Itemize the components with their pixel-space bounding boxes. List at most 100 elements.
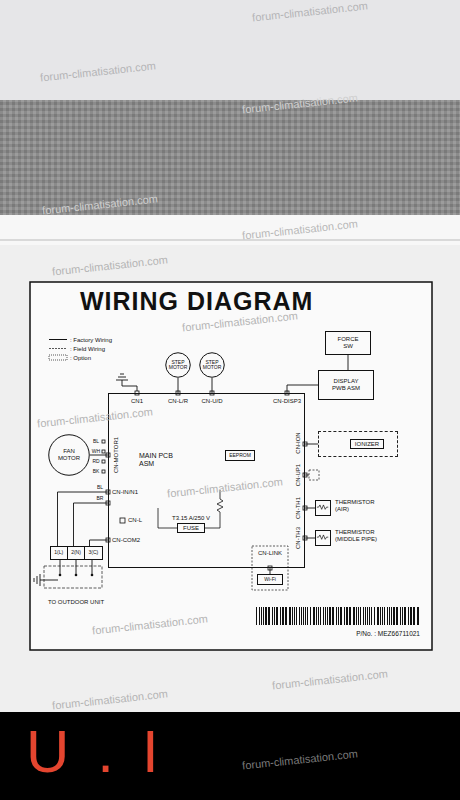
- resistor-symbol: [316, 531, 330, 545]
- legend-box: [49, 355, 67, 360]
- watermark: forum-climatisation.com: [242, 218, 359, 241]
- wire-connector: [212, 378, 213, 393]
- connector-pins: [102, 440, 105, 443]
- node-text: IONIZER: [350, 439, 384, 450]
- barcode: [320, 607, 321, 625]
- wire-connector: [90, 455, 108, 456]
- connector-label: WH: [92, 449, 100, 454]
- node-text: FAN MOTOR: [54, 448, 84, 461]
- barcode: [268, 607, 270, 625]
- barcode: [256, 607, 419, 625]
- panel-edge: [0, 215, 460, 245]
- barcode: [263, 607, 264, 625]
- legend-text: : Factory Wiring: [70, 337, 112, 343]
- wire-connector: [287, 385, 318, 393]
- barcode: [382, 607, 383, 625]
- watermark: forum-climatisation.com: [167, 476, 284, 499]
- connector-label: BL: [96, 485, 104, 490]
- watermark: forum-climatisation.com: [40, 60, 157, 83]
- terminal-wires: [60, 560, 92, 574]
- step-motor-circle: STEP MOTOR: [165, 352, 191, 378]
- barcode: [391, 607, 392, 625]
- connector-pins: [102, 450, 105, 453]
- node-text: 2(N): [68, 547, 85, 559]
- barcode: [349, 607, 351, 625]
- node-text: STEP MOTOR: [201, 360, 223, 371]
- connector-label: CN-UP1: [295, 464, 301, 486]
- barcode: [325, 607, 326, 625]
- node-text: THERMISTOR (AIR): [335, 499, 379, 512]
- connector-label: CN-L: [128, 517, 142, 523]
- connector-label: CN-TH1: [295, 497, 301, 519]
- barcode: [402, 607, 403, 625]
- node-text: FUSE: [183, 525, 199, 532]
- watermark: forum-climatisation.com: [92, 613, 209, 636]
- edge-group: [58, 355, 349, 574]
- barcode: [318, 607, 319, 625]
- connector-label: CN-TH3: [295, 527, 301, 549]
- barcode: [367, 607, 368, 625]
- legend-row: : Option: [48, 354, 91, 361]
- barcode: [340, 607, 342, 625]
- watermark: forum-climatisation.com: [242, 748, 359, 771]
- connector-label: CN-U/D: [202, 398, 223, 404]
- connector-label: CN-IN/N1: [112, 489, 138, 495]
- barcode: [400, 607, 401, 625]
- ground-symbol: [116, 374, 137, 391]
- connector-label: CN-ION: [295, 432, 301, 453]
- connector-label: BL: [93, 439, 99, 444]
- barcode: [408, 607, 409, 625]
- barcode: [292, 607, 293, 625]
- barcode: [256, 607, 257, 625]
- label-card: [0, 245, 460, 712]
- resistor-zigzag: [317, 535, 328, 539]
- watermark: forum-climatisation.com: [37, 406, 154, 429]
- connector-label: CN1: [131, 398, 143, 404]
- barcode: [301, 607, 302, 625]
- eeprom-chip: EEPROM: [225, 450, 255, 461]
- option-wire: [305, 475, 309, 476]
- barcode: [261, 607, 262, 625]
- barcode: [344, 607, 345, 625]
- node-text: MAIN PCB ASM: [139, 452, 181, 467]
- barcode: [393, 607, 395, 625]
- barcode: [276, 607, 278, 625]
- fuse-box: T3.15 A/250 VFUSE: [177, 523, 205, 534]
- watermark: forum-climatisation.com: [52, 254, 169, 277]
- barcode: [289, 607, 291, 625]
- legend-text: : Option: [70, 355, 91, 361]
- barcode: [360, 607, 361, 625]
- watermark: forum-climatisation.com: [272, 668, 389, 691]
- step-motor-circle: STEP MOTOR: [199, 352, 225, 378]
- node-text: THERMISTOR (MIDDLE PIPE): [335, 529, 385, 542]
- barcode: [346, 607, 348, 625]
- barcode: [410, 607, 412, 625]
- node-text: STEP MOTOR: [167, 360, 189, 371]
- motor-circle: [49, 435, 90, 476]
- wire-connector: [58, 492, 109, 546]
- barcode: [365, 607, 366, 625]
- varistor-symbol: [205, 490, 223, 528]
- barcode: [307, 607, 308, 625]
- connector-label: BK: [93, 469, 100, 474]
- barcode: [336, 607, 337, 625]
- barcode: [305, 607, 306, 625]
- node-text: TO OUTDOOR UNIT: [48, 599, 104, 606]
- wire-connector: [178, 378, 179, 393]
- connector-label: CN-L/R: [168, 398, 188, 404]
- barcode: [316, 607, 317, 625]
- switch-box: FORCE SW: [325, 331, 371, 355]
- barcode: [384, 607, 385, 625]
- barcode: [380, 607, 381, 625]
- barcode: [274, 607, 275, 625]
- node-text: 1(L): [51, 547, 68, 559]
- field-wiring-box: [44, 566, 102, 588]
- watermark: forum-climatisation.com: [252, 0, 369, 23]
- connector-pins: [102, 460, 105, 463]
- resistor-zigzag: [317, 505, 328, 509]
- terminal-dots: [59, 574, 94, 577]
- legend-sample: [48, 336, 68, 343]
- connector-label: BR: [96, 496, 105, 501]
